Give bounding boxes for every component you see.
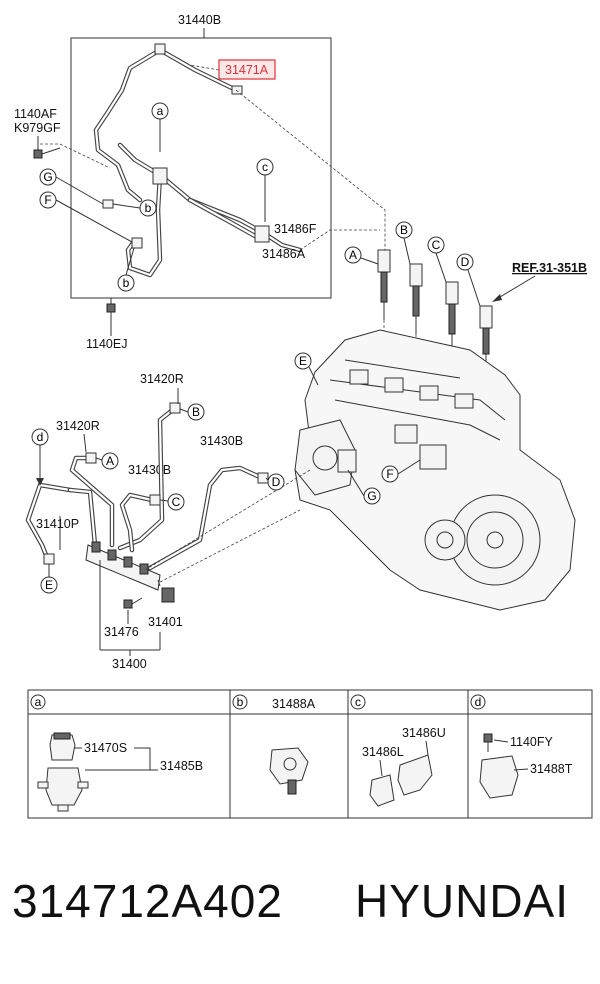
- pressure-sensor-icon: [157, 579, 175, 603]
- clip-icon: [369, 754, 433, 807]
- callout-E[interactable]: E: [40, 576, 58, 594]
- common-rail: [85, 541, 161, 591]
- svg-text:G: G: [367, 489, 376, 503]
- table-a-part-2[interactable]: 31485B: [160, 759, 203, 773]
- highlight-box: [218, 59, 276, 80]
- svg-text:c: c: [262, 160, 268, 174]
- svg-text:D: D: [461, 255, 470, 269]
- pipe-label-right[interactable]: 31430B: [200, 434, 243, 448]
- pipe-label-e[interactable]: 31410P: [36, 517, 79, 531]
- injectors: A B C D REF.31-351B: [344, 221, 587, 368]
- callout-G[interactable]: G: [363, 487, 381, 505]
- top-group: 31440B 31471A: [14, 13, 332, 351]
- table-callout-d[interactable]: d: [470, 694, 486, 710]
- engine-block: [294, 329, 576, 611]
- table-c-part-1[interactable]: 31486U: [402, 726, 446, 740]
- table-callout-b[interactable]: b: [232, 694, 248, 710]
- assembly-label[interactable]: 31440B: [178, 13, 221, 27]
- connector-2-label[interactable]: 31486A: [262, 247, 306, 261]
- pipe-fitting: [231, 85, 243, 95]
- callout-E[interactable]: E: [294, 352, 312, 370]
- table-d-part-1[interactable]: 1140FY: [510, 735, 554, 749]
- svg-text:c: c: [355, 695, 361, 709]
- bolt-icon: [123, 597, 143, 609]
- svg-text:A: A: [106, 454, 114, 468]
- injector-icon: [409, 263, 423, 334]
- highlighted-part-label[interactable]: 31471A: [225, 63, 269, 77]
- callout-F[interactable]: F: [381, 465, 399, 483]
- reference-label[interactable]: REF.31-351B: [512, 261, 587, 275]
- callout-B[interactable]: B: [187, 403, 205, 421]
- bolt-label[interactable]: 31476: [104, 625, 139, 639]
- injector-icon: [377, 249, 391, 320]
- svg-text:a: a: [157, 104, 164, 118]
- bracket-icon: [479, 733, 519, 799]
- svg-text:D: D: [272, 475, 281, 489]
- svg-text:A: A: [349, 248, 357, 262]
- clip: [102, 199, 114, 209]
- svg-text:C: C: [172, 495, 181, 509]
- top-group-frame: [70, 37, 332, 299]
- table-d-part-2[interactable]: 31488T: [530, 762, 573, 776]
- svg-text:b: b: [145, 201, 152, 215]
- pipe-label-upper[interactable]: 31420R: [140, 372, 184, 386]
- callout-B[interactable]: B: [395, 221, 413, 239]
- svg-text:F: F: [44, 193, 51, 207]
- svg-text:C: C: [432, 238, 441, 252]
- callout-F[interactable]: F: [39, 191, 57, 209]
- svg-text:a: a: [35, 695, 42, 709]
- callout-A[interactable]: A: [344, 246, 362, 264]
- bottom-bolt-label[interactable]: 1140EJ: [86, 337, 127, 351]
- callout-b[interactable]: b: [139, 199, 157, 217]
- svg-text:b: b: [123, 276, 130, 290]
- sensor-label[interactable]: 31401: [148, 615, 183, 629]
- svg-text:F: F: [386, 467, 393, 481]
- callout-a[interactable]: a: [151, 102, 169, 120]
- return-fitting-icon: [37, 732, 89, 812]
- tee-fitting: [152, 167, 168, 185]
- rail-label[interactable]: 31400: [112, 657, 147, 671]
- svg-text:E: E: [45, 578, 53, 592]
- injector-icon: [445, 281, 459, 352]
- connector-1-label[interactable]: 31486F: [274, 222, 317, 236]
- callout-A[interactable]: A: [101, 452, 119, 470]
- callout-C[interactable]: C: [167, 493, 185, 511]
- footer-part-number: 314712A402: [12, 875, 283, 927]
- table-callout-c[interactable]: c: [350, 694, 366, 710]
- callout-d[interactable]: d: [31, 428, 49, 446]
- svg-text:B: B: [192, 405, 200, 419]
- clip: [131, 237, 143, 249]
- callout-D[interactable]: D: [267, 473, 285, 491]
- svg-text:b: b: [237, 695, 244, 709]
- left-bolt-label-1[interactable]: 1140AF: [14, 107, 57, 121]
- svg-text:B: B: [400, 223, 408, 237]
- table-b-part[interactable]: 31488A: [272, 697, 316, 711]
- tee-fitting: [254, 225, 270, 243]
- table-callout-a[interactable]: a: [30, 694, 46, 710]
- table-c-part-2[interactable]: 31486L: [362, 745, 404, 759]
- callout-b[interactable]: b: [117, 274, 135, 292]
- pipe-fitting: [154, 43, 166, 55]
- injector-icon: [479, 305, 493, 368]
- connector-icon: [269, 747, 309, 795]
- detail-table: a 31470S 31485B b 31488A c 31486U: [27, 689, 593, 819]
- callout-C[interactable]: C: [427, 236, 445, 254]
- left-bolt-label-2[interactable]: K979GF: [14, 121, 61, 135]
- callout-G[interactable]: G: [39, 168, 57, 186]
- pipe-label-left[interactable]: 31420R: [56, 419, 100, 433]
- footer-brand: HYUNDAI: [355, 875, 570, 927]
- svg-text:d: d: [37, 430, 44, 444]
- pipe-label-middle[interactable]: 31430B: [128, 463, 171, 477]
- table-a-part-1[interactable]: 31470S: [84, 741, 127, 755]
- svg-text:d: d: [475, 695, 482, 709]
- callout-D[interactable]: D: [456, 253, 474, 271]
- svg-text:E: E: [299, 354, 307, 368]
- callout-c[interactable]: c: [256, 158, 274, 176]
- svg-text:G: G: [43, 170, 52, 184]
- bolt-icon: [106, 298, 116, 313]
- lower-group: 31420R 31420R 31430B 31430B 31410P 31476…: [25, 372, 311, 671]
